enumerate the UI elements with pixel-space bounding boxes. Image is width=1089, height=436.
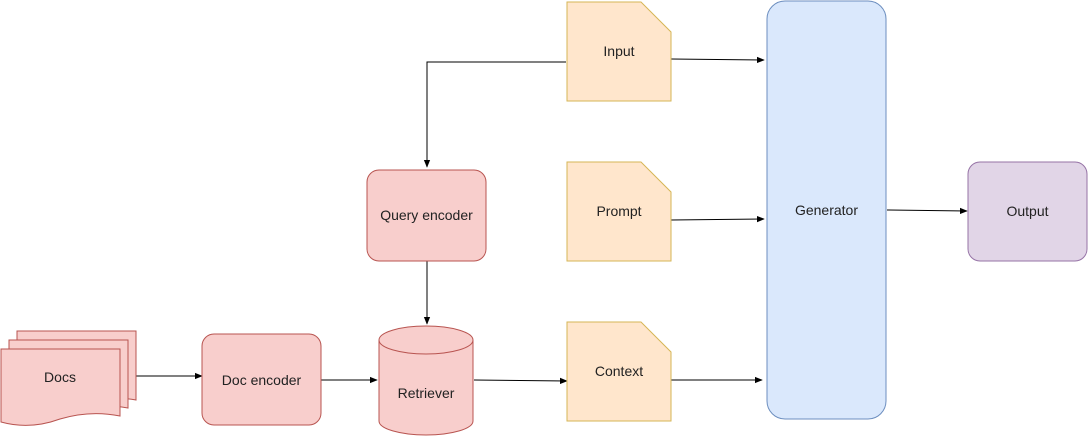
retriever-cylinder-top — [378, 325, 474, 355]
edge-prompt-to-generator — [670, 215, 765, 223]
prompt-node: Prompt — [566, 161, 672, 262]
retriever-cylinder-body — [378, 340, 474, 436]
input-note-shape — [566, 1, 672, 102]
context-label: Context — [595, 363, 643, 379]
docs-label: Docs — [44, 369, 76, 385]
prompt-label: Prompt — [596, 203, 641, 219]
input-node: Input — [566, 1, 672, 102]
prompt-note-shape — [566, 161, 672, 262]
generator-label: Generator — [795, 202, 858, 218]
edge-input-to-query-encoder — [423, 61, 566, 168]
edge-generator-to-output — [886, 207, 968, 215]
query-encoder-box — [366, 169, 487, 262]
input-label: Input — [603, 43, 634, 59]
edges — [136, 56, 968, 385]
edge-input-to-generator — [670, 56, 765, 64]
query-encoder-node: Query encoder — [366, 169, 487, 262]
retriever-node: Retriever — [378, 325, 474, 436]
context-note-shape — [566, 321, 672, 422]
output-label: Output — [1006, 203, 1048, 219]
output-box — [967, 161, 1088, 262]
edge-retriever-to-context — [473, 377, 568, 385]
doc-encoder-node: Doc encoder — [201, 333, 322, 426]
output-node: Output — [967, 161, 1088, 262]
doc-encoder-label: Doc encoder — [222, 372, 302, 388]
query-encoder-label: Query encoder — [380, 207, 473, 223]
docs-node: Docs — [0, 330, 137, 426]
generator-box — [766, 0, 887, 420]
doc-encoder-box — [201, 333, 322, 426]
retriever-label: Retriever — [398, 385, 455, 401]
docs-page-front — [0, 348, 121, 426]
generator-node: Generator — [766, 0, 887, 420]
context-node: Context — [566, 321, 672, 422]
